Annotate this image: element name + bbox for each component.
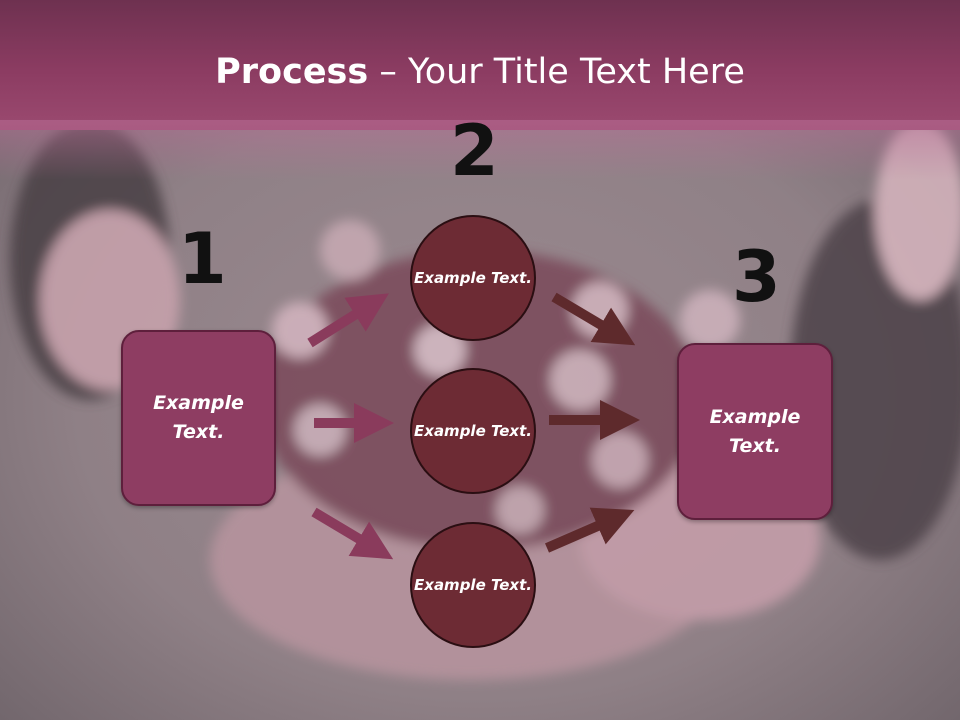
arrow-right-up	[545, 507, 635, 553]
slide-title: Process – Your Title Text Here	[0, 52, 960, 92]
arrow-left-down	[311, 507, 394, 560]
step-number-3: 3	[732, 236, 781, 318]
step-number-1: 1	[178, 218, 227, 300]
circle-middle-label: Example Text.	[414, 421, 532, 440]
right-box: Example Text.	[677, 343, 833, 520]
step-number-2: 2	[450, 110, 499, 192]
circle-top: Example Text.	[410, 215, 536, 341]
title-bold: Process	[215, 52, 369, 92]
circle-bottom-label: Example Text.	[414, 575, 532, 594]
arrow-left-up	[307, 293, 389, 348]
title-fade	[0, 120, 960, 180]
title-band	[0, 0, 960, 130]
title-rest: – Your Title Text Here	[368, 52, 745, 92]
left-box-label: Example Text.	[153, 392, 244, 443]
circle-bottom: Example Text.	[410, 522, 536, 648]
circle-middle: Example Text.	[410, 368, 536, 494]
circle-top-label: Example Text.	[414, 268, 532, 287]
right-box-label: Example Text.	[709, 405, 801, 457]
arrow-right-down	[551, 292, 636, 346]
left-box: Example Text.	[121, 330, 276, 506]
